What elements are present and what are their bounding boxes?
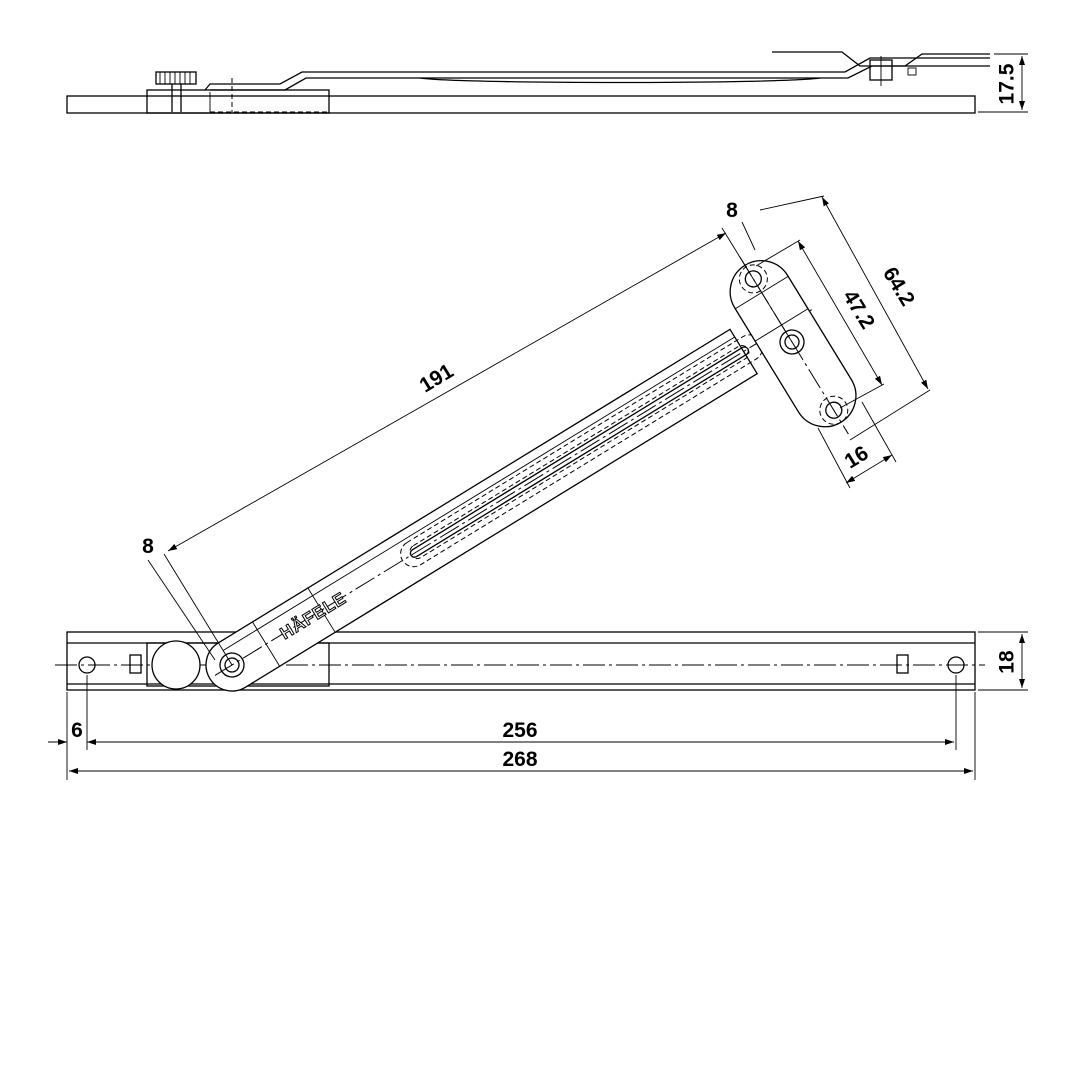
dim-rail-lengths: 6 256 268	[48, 675, 976, 780]
dim-arm-hole-right: 8	[726, 199, 756, 251]
dim-rail-offset-label: 6	[71, 719, 83, 742]
dim-bracket-width-label: 16	[841, 442, 873, 474]
dim-arm-hole-right-label: 8	[726, 199, 738, 222]
dim-arm-length: 191	[163, 227, 793, 666]
side-knob-knurl	[159, 72, 191, 84]
bracket-hole-bottom	[825, 401, 843, 419]
dim-rail-holes-label: 256	[502, 719, 537, 742]
dim-side-height-label: 17.5	[996, 63, 1019, 104]
rail-stop-right	[896, 654, 909, 674]
arm-inner-edge	[222, 336, 735, 651]
side-bracket-profile	[772, 51, 990, 67]
side-bracket-tab	[907, 67, 917, 76]
side-view: 17.5	[66, 51, 1028, 114]
rail-hole-right	[947, 656, 965, 674]
dim-bracket-inner-label: 47.2	[838, 286, 879, 333]
dim-arm-hole-left-label: 8	[142, 535, 154, 558]
dim-arm-length-label: 191	[416, 359, 458, 397]
side-arm-bottom-edge	[210, 65, 990, 91]
side-slider-block	[146, 89, 330, 114]
dim-rail-height: 18	[978, 631, 1028, 691]
rail-hole-left	[78, 656, 96, 674]
rail-adjust-knob	[151, 640, 201, 690]
side-base-plate	[66, 95, 976, 114]
side-arm-top-edge	[204, 57, 990, 91]
stay-arm: HÄFELE	[205, 309, 813, 692]
dim-rail-length-label: 268	[502, 748, 537, 771]
dim-bracket-outer-label: 64.2	[878, 263, 919, 310]
side-arm-spring	[419, 77, 821, 84]
dim-rail-height-label: 18	[996, 650, 1019, 674]
rail-view	[55, 631, 985, 691]
rail-stop-left	[129, 654, 142, 674]
rail-outline	[66, 631, 976, 691]
side-knob-cap	[155, 71, 197, 85]
dim-arm-hole-left: 8	[142, 535, 216, 661]
